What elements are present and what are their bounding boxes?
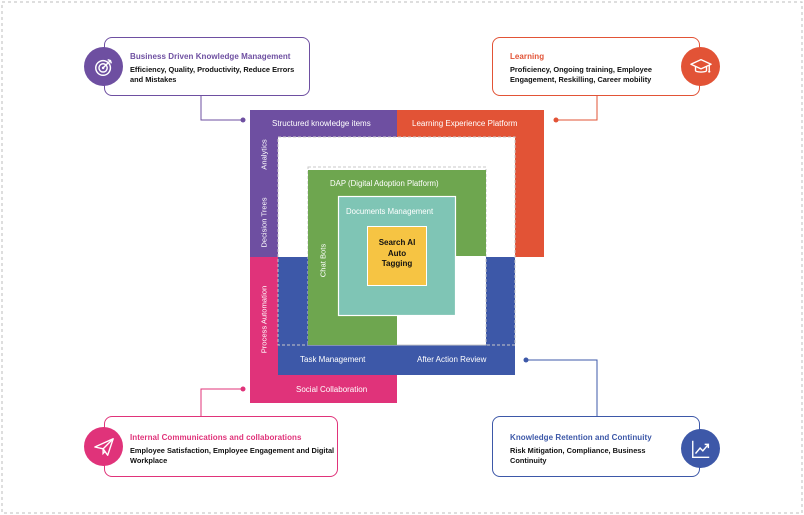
teal-frame-border: [337, 195, 457, 317]
orange-frame: [397, 110, 544, 257]
internal-communications-card: Internal Communications and collaboratio…: [104, 416, 338, 477]
knowledge-retention-card: Knowledge Retention and Continuity Risk …: [492, 416, 700, 477]
graduation-cap-icon: [689, 58, 712, 73]
core-line-2: Auto: [387, 248, 407, 258]
business-icon-circle: [84, 47, 123, 86]
knowledge-retention-card-description: Risk Mitigation, Compliance, Business Co…: [510, 446, 646, 465]
internal-communications-card-title: Internal Communications and collaboratio…: [130, 433, 302, 442]
learning-card-title: Learning: [510, 52, 545, 61]
connector-dot: [240, 386, 246, 392]
after-action-review-label: After Action Review: [417, 355, 487, 364]
process-automation-label: Process Automation: [259, 285, 269, 354]
chat-bots-label: Chat Bots: [318, 243, 328, 278]
learning-card: Learning Proficiency, Ongoing training, …: [492, 37, 700, 96]
green-frame: [308, 170, 486, 345]
paper-plane-icon: [93, 437, 114, 456]
connector-retention: [526, 359, 598, 416]
analytics-label: Analytics: [259, 139, 269, 170]
core-line-1: Search AI: [378, 238, 416, 247]
connector-business: [200, 96, 243, 121]
core-line-3: Tagging: [381, 259, 413, 268]
business-card-title: Business Driven Knowledge Management: [130, 52, 291, 61]
core-label: Search AI Auto Tagging: [367, 238, 427, 270]
pink-frame: [250, 257, 397, 403]
purple-frame: [250, 110, 397, 257]
connector-internal: [200, 388, 243, 416]
learning-experience-platform-label: Learning Experience Platform: [412, 119, 518, 128]
connector-dot: [240, 117, 246, 123]
learning-card-description: Proficiency, Ongoing training, Employee …: [510, 65, 652, 84]
business-card: Business Driven Knowledge Management Eff…: [104, 37, 310, 96]
core-box: [367, 226, 427, 286]
decision-trees-label: Decision Trees: [259, 197, 269, 248]
core-box-border: [367, 226, 427, 286]
social-collaboration-label: Social Collaboration: [296, 385, 368, 394]
trend-chart-icon: [691, 440, 709, 458]
business-card-description: Efficiency, Quality, Productivity, Reduc…: [130, 65, 295, 84]
documents-management-label: Documents Management: [346, 207, 434, 216]
internal-icon-circle: [84, 427, 123, 466]
knowledge-retention-card-title: Knowledge Retention and Continuity: [510, 433, 652, 442]
target-icon: [94, 58, 112, 76]
structured-knowledge-label: Structured knowledge items: [272, 119, 371, 128]
retention-icon-circle: [681, 429, 720, 468]
learning-icon-circle: [681, 47, 720, 86]
internal-communications-card-description: Employee Satisfaction, Employee Engageme…: [130, 446, 335, 465]
task-management-label: Task Management: [300, 355, 366, 364]
inner-dashed-guide: [277, 136, 516, 346]
connector-dot: [523, 357, 529, 363]
connector-dot: [553, 117, 559, 123]
dap-label: DAP (Digital Adoption Platform): [330, 179, 439, 188]
connector-learning: [556, 96, 598, 121]
